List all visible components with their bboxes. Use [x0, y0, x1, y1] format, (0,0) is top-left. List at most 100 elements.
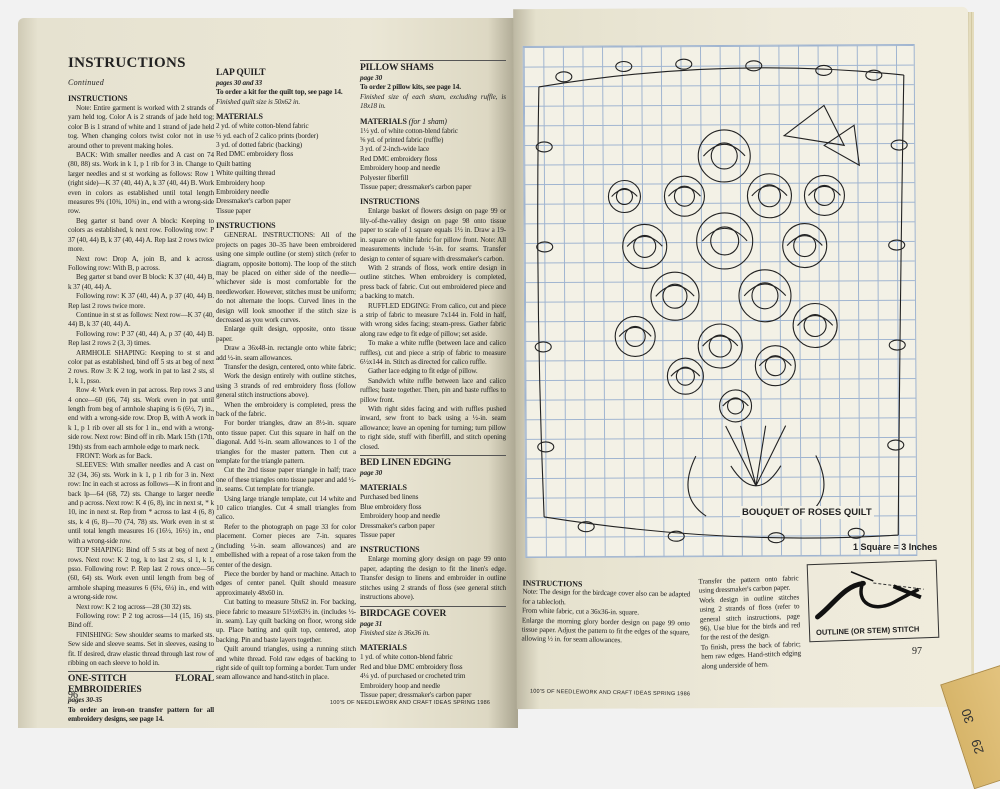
- divider: [360, 60, 506, 61]
- leaf-motif: [815, 64, 833, 77]
- rose-center: [615, 187, 634, 206]
- leaf-motif: [577, 521, 595, 533]
- column-3: PILLOW SHAMS page 30 To order 2 pillow k…: [360, 60, 506, 700]
- paragraph: Draw a 36x48-in. rectangle onto white fa…: [216, 344, 356, 362]
- leaf-motif: [847, 527, 865, 539]
- leaf-motif: [537, 441, 555, 453]
- material-item: Tissue paper: [216, 206, 251, 215]
- material-item: Embroidery hoop: [216, 178, 265, 187]
- footer-left: 100'S OF NEEDLEWORK AND CRAFT IDEAS SPRI…: [330, 700, 491, 706]
- paragraph: SLEEVES: With smaller needles and A cast…: [68, 461, 214, 545]
- leaf-motif: [767, 532, 785, 544]
- rose-center: [624, 325, 646, 347]
- paragraph: Sandwich white ruffle between lace and c…: [360, 376, 506, 404]
- lap-quilt-title: LAP QUILT: [216, 68, 266, 78]
- paragraph: Cut batting to measure 50x62 in. For bac…: [216, 598, 356, 644]
- leaf-motif: [555, 71, 573, 83]
- rose-center: [662, 283, 688, 309]
- material-item: 2 yd. of white cotton-blend fabric: [216, 122, 309, 131]
- rose-center: [675, 366, 695, 386]
- outline-stitch-icon: [815, 571, 924, 620]
- paragraph: Continue in st st as follows: Next row—K…: [68, 310, 214, 329]
- paragraph: FINISHING: Sew shoulder seams to marked …: [68, 630, 214, 667]
- rose-petal: [743, 283, 787, 297]
- rose-petal: [670, 367, 701, 377]
- material-item: ⅝ yd. of printed fabric (ruffle): [360, 136, 444, 145]
- butterfly: [782, 104, 860, 167]
- material-item: Embroidery hoop and needle: [360, 512, 441, 521]
- birdcage-title: BIRDCAGE COVER: [360, 608, 447, 619]
- sweater-instructions: Note: Entire garment is worked with 2 st…: [68, 104, 214, 668]
- rose-center: [726, 397, 745, 415]
- rose-petal: [668, 186, 701, 197]
- pillow-pages: page 30: [360, 74, 383, 82]
- paragraph: Refer to the photograph on page 33 for c…: [216, 522, 356, 569]
- lap-quilt-pages: pages 30 and 33: [216, 79, 262, 87]
- order-note: To order an iron-on transfer pattern for…: [68, 705, 214, 724]
- material-item: Red DMC embroidery floss: [216, 150, 294, 159]
- page-number-left: 96: [68, 690, 78, 701]
- rose-center: [751, 282, 779, 310]
- lap-quilt-size: Finished quilt size is 50x62 in.: [216, 97, 301, 106]
- birdcage-size: Finished size is 36x36 in.: [360, 628, 430, 637]
- material-item: Red DMC embroidery floss: [360, 154, 438, 163]
- rose-petal: [751, 185, 788, 197]
- ruler-number: 29: [968, 737, 987, 756]
- page-number-right: 97: [912, 646, 922, 657]
- rose-petal: [702, 335, 739, 347]
- leaf-motif: [536, 241, 554, 253]
- material-item: Blue embroidery floss: [360, 502, 422, 511]
- material-item: 3 yd. of dotted fabric (backing): [216, 141, 302, 150]
- rose-petal: [758, 356, 792, 367]
- instructions-heading: INSTRUCTIONS: [216, 221, 276, 231]
- material-item: Quilt batting: [216, 159, 251, 168]
- paragraph: Following row: K 37 (40, 44) A, p 37 (40…: [68, 292, 214, 310]
- rose-center: [710, 226, 740, 256]
- leaf-motif: [890, 139, 908, 151]
- header-title: INSTRUCTIONS: [68, 55, 186, 71]
- paragraph: Following row: P 2 tog across—14 (15, 16…: [68, 611, 214, 630]
- rose-petal: [626, 235, 663, 247]
- material-item: Polyester fiberfill: [360, 173, 409, 182]
- paragraph: Next row: Drop A, join B, and k across. …: [68, 254, 214, 272]
- paragraph: Using large triangle template, cut 14 wh…: [216, 494, 356, 522]
- bed-linen-pages: page 30: [360, 469, 383, 478]
- pillow-instructions: Enlarge basket of flowers design on page…: [360, 207, 506, 452]
- paragraph: Quilt around triangles, using a running …: [216, 645, 356, 682]
- divider: [360, 455, 506, 457]
- material-item: 4¼ yd. of purchased or crocheted trim: [360, 672, 466, 681]
- leaf-motif: [667, 530, 685, 542]
- materials-heading: MATERIALS: [360, 643, 407, 653]
- rose: [696, 212, 754, 270]
- bed-linen-instructions: Enlarge morning glory design on page 99 …: [360, 555, 506, 602]
- rose: [622, 223, 668, 269]
- leaf-motif: [887, 439, 905, 451]
- rose-petal: [786, 235, 823, 247]
- divider: [360, 605, 506, 607]
- rose: [650, 271, 700, 321]
- lap-quilt-instructions: GENERAL INSTRUCTIONS: All of the project…: [216, 231, 356, 683]
- pillow-size: Finished size of each sham, excluding ru…: [360, 92, 506, 111]
- materials-heading: MATERIALS: [360, 116, 407, 126]
- rose: [697, 323, 743, 369]
- column-1: INSTRUCTIONS Continued INSTRUCTIONS Note…: [68, 54, 214, 725]
- paragraph: BACK: With smaller needles and A cast on…: [68, 151, 214, 216]
- rose-petal: [797, 315, 834, 326]
- leaf-motif: [534, 341, 552, 353]
- lap-quilt-order: To order a kit for the quilt top, see pa…: [216, 88, 343, 97]
- paragraph: With right sides facing and with ruffles…: [360, 405, 506, 451]
- paragraph: Following row: P 37 (40, 44) A, p 37 (40…: [68, 329, 214, 348]
- material-item: Tissue paper; dressmaker's carbon paper: [360, 690, 472, 699]
- column-2: LAP QUILT pages 30 and 33 To order a kit…: [216, 68, 356, 683]
- paragraph: Cut the 2nd tissue paper triangle in hal…: [216, 466, 356, 494]
- instructions-heading: INSTRUCTIONS: [360, 197, 420, 207]
- section-pages: pages 30-35: [68, 696, 103, 705]
- rose-center: [757, 184, 781, 208]
- rose-petal: [611, 188, 638, 197]
- paragraph: TOP SHAPING: Bind off 5 sts at beg of ne…: [68, 546, 214, 602]
- paragraph: RUFFLED EDGING: From calico, cut and pie…: [360, 301, 506, 338]
- paragraph: With 2 strands of floss, work entire des…: [360, 263, 506, 301]
- paragraph: Work design in outline stitches using 2 …: [699, 593, 801, 643]
- material-item: 1 yd. of white cotton-blend fabric: [360, 653, 453, 662]
